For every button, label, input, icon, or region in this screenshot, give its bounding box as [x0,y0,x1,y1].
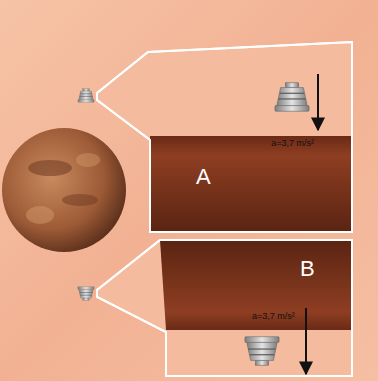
panel-letter: B [300,258,315,280]
acceleration-label: a=3,7 m/s² [252,312,295,321]
label-holder: a=3,7 m/s² [252,312,295,321]
label-holder: B [300,258,315,280]
label-holder: A [196,166,211,188]
acceleration-label: a=3,7 m/s² [271,139,314,148]
label-holder: a=3,7 m/s² [271,139,314,148]
panel-letter: A [196,166,211,188]
